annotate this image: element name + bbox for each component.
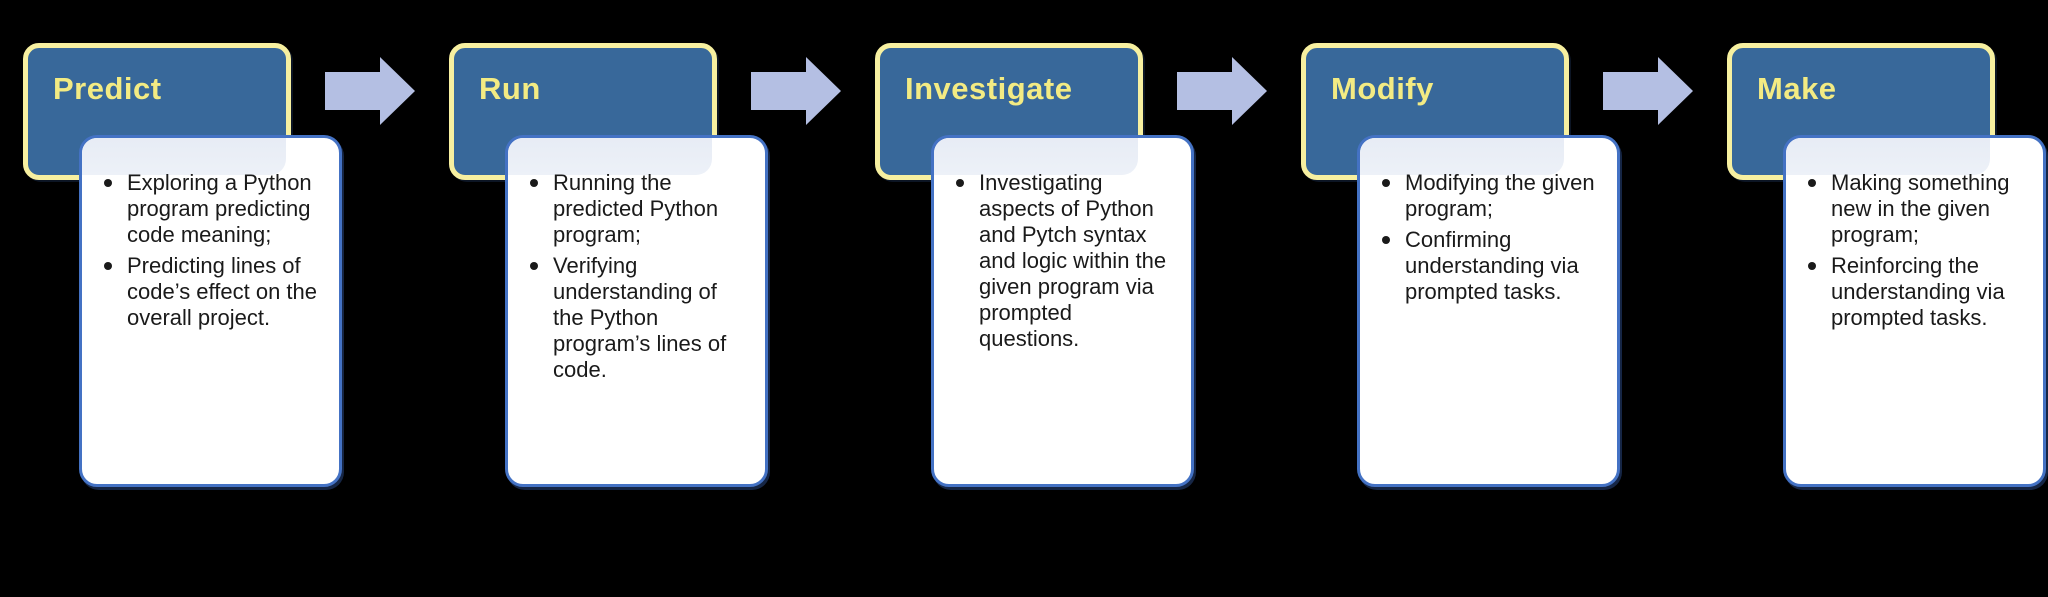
bullet-item: Making something new in the given progra… (1808, 170, 2025, 248)
bullet-dot (104, 262, 112, 270)
bullet-list: Modifying the given program; Confirming … (1382, 170, 1599, 305)
bullet-list: Running the predicted Python program; Ve… (530, 170, 747, 383)
bullet-item: Predicting lines of code’s effect on the… (104, 253, 321, 331)
bullet-text: Predicting lines of code’s effect on the… (127, 253, 317, 330)
stage-title: Make (1757, 71, 1837, 106)
bullet-text: Modifying the given program; (1405, 170, 1595, 221)
bullet-text: Running the predicted Python program; (553, 170, 719, 247)
bullet-dot (1382, 179, 1390, 187)
bullet-item: Exploring a Python program predicting co… (104, 170, 321, 248)
bullet-dot (530, 262, 538, 270)
bullet-text: Confirming understanding via prompted ta… (1405, 227, 1579, 304)
stage-run: Run Running the predicted Python program… (449, 0, 875, 597)
card-top-band (1360, 138, 1564, 175)
bullet-dot (104, 179, 112, 187)
stage-title: Run (479, 71, 541, 106)
stage-card: Making something new in the given progra… (1783, 135, 2046, 487)
card-top-band (934, 138, 1138, 175)
bullet-item: Investigating aspects of Python and Pytc… (956, 170, 1173, 352)
arrow-right-icon (1603, 57, 1693, 125)
stage-card: Investigating aspects of Python and Pytc… (931, 135, 1194, 487)
card-top-band (508, 138, 712, 175)
bullet-dot (530, 179, 538, 187)
stage-card: Modifying the given program; Confirming … (1357, 135, 1620, 487)
stage-card: Exploring a Python program predicting co… (79, 135, 342, 487)
stage-investigate: Investigate Investigating aspects of Pyt… (875, 0, 1301, 597)
stage-make: Make Making something new in the given p… (1727, 0, 2048, 597)
bullet-list: Investigating aspects of Python and Pytc… (956, 170, 1173, 352)
arrow-right-icon (325, 57, 415, 125)
arrow-right-icon (751, 57, 841, 125)
bullet-item: Running the predicted Python program; (530, 170, 747, 248)
bullet-item: Modifying the given program; (1382, 170, 1599, 222)
bullet-text: Verifying understanding of the Python pr… (553, 253, 727, 382)
card-top-band (1786, 138, 1990, 175)
stage-title: Investigate (905, 71, 1073, 106)
stage-modify: Modify Modifying the given program; Conf… (1301, 0, 1727, 597)
bullet-item: Reinforcing the understanding via prompt… (1808, 253, 2025, 331)
bullet-text: Reinforcing the understanding via prompt… (1831, 253, 2005, 330)
bullet-text: Exploring a Python program predicting co… (127, 170, 312, 247)
bullet-item: Verifying understanding of the Python pr… (530, 253, 747, 383)
bullet-list: Exploring a Python program predicting co… (104, 170, 321, 331)
bullet-dot (956, 179, 964, 187)
arrow-right-icon (1177, 57, 1267, 125)
bullet-dot (1808, 262, 1816, 270)
bullet-item: Confirming understanding via prompted ta… (1382, 227, 1599, 305)
bullet-list: Making something new in the given progra… (1808, 170, 2025, 331)
stage-card: Running the predicted Python program; Ve… (505, 135, 768, 487)
bullet-text: Investigating aspects of Python and Pytc… (979, 170, 1167, 351)
stage-title: Predict (53, 71, 162, 106)
bullet-text: Making something new in the given progra… (1831, 170, 2010, 247)
stage-title: Modify (1331, 71, 1434, 106)
bullet-dot (1382, 236, 1390, 244)
stage-predict: Predict Exploring a Python program predi… (23, 0, 449, 597)
bullet-dot (1808, 179, 1816, 187)
card-top-band (82, 138, 286, 175)
